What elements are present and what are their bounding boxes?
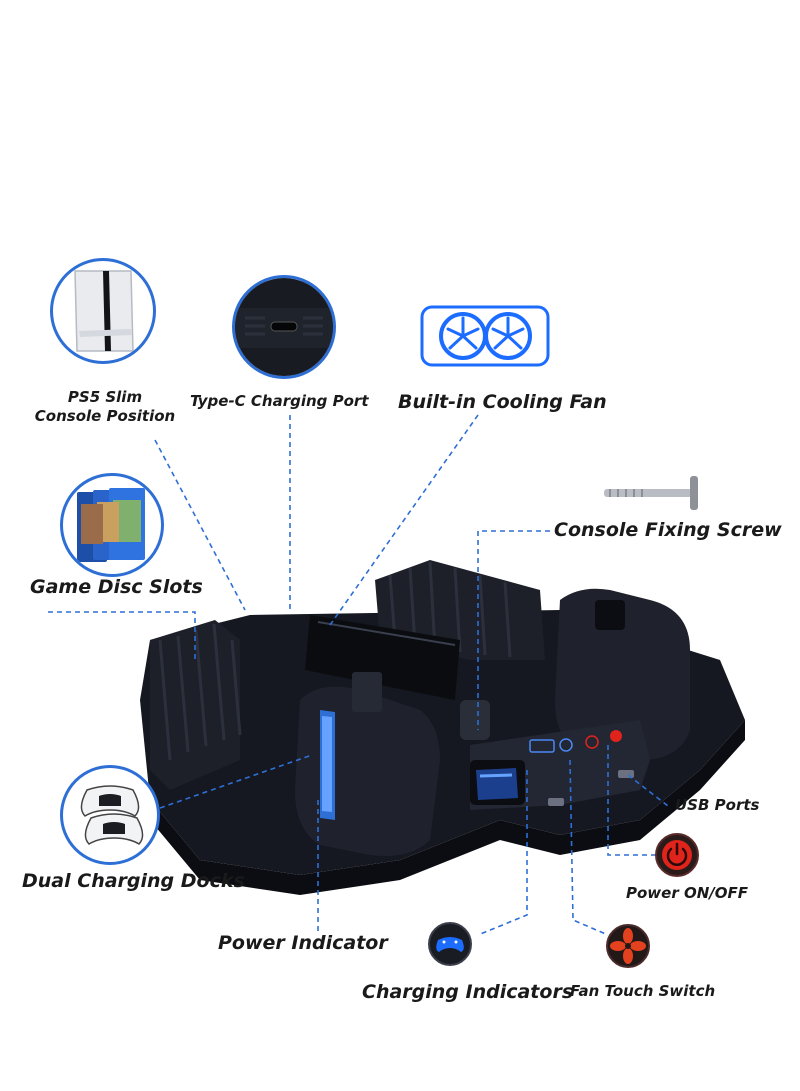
- ps5-slim-circle: [50, 258, 156, 364]
- type-c-label: Type-C Charging Port: [190, 392, 369, 410]
- fan-switch-icon: [606, 924, 650, 968]
- ps5-slim-label: PS5 Slim Console Position: [25, 388, 185, 426]
- gamepad-icon: [428, 922, 472, 966]
- leader-power-onoff: [607, 745, 655, 856]
- game-disc-circle: [60, 473, 164, 577]
- ps5-slim-label-line2: Console Position: [34, 406, 176, 425]
- controller-icon: [80, 785, 144, 845]
- console-fixing-screw: [604, 476, 698, 510]
- dual-docks-label: Dual Charging Docks: [22, 870, 245, 892]
- game-disc-icon: [77, 488, 145, 562]
- right-charging-dock: [555, 588, 690, 760]
- type-c-port-icon: [235, 278, 333, 376]
- power-onoff-label: Power ON/OFF: [626, 884, 748, 902]
- left-disc-slots: [150, 620, 242, 790]
- fixing-screw-label: Console Fixing Screw: [554, 519, 782, 541]
- left-charging-dock: [295, 686, 440, 856]
- game-disc-label: Game Disc Slots: [30, 576, 203, 598]
- ps5-slim-label-line1: PS5 Slim: [67, 388, 143, 406]
- type-c-circle: [232, 275, 336, 379]
- leader-game-disc: [48, 611, 196, 660]
- charging-indicators-label: Charging Indicators: [362, 981, 574, 1003]
- power-icon: [655, 833, 699, 877]
- cooling-fan-icon: [420, 305, 550, 367]
- ps5-console-icon: [74, 270, 134, 352]
- leader-charging-ind: [477, 770, 528, 936]
- leader-fixing-screw: [477, 530, 550, 730]
- fan-switch-label: Fan Touch Switch: [570, 982, 716, 1000]
- cooling-fan-label: Built-in Cooling Fan: [398, 391, 607, 413]
- leader-cooling-fan: [329, 414, 479, 626]
- power-indicator-label: Power Indicator: [218, 932, 388, 954]
- controllers-circle: [60, 765, 160, 865]
- usb-ports-label: USB Ports: [675, 796, 760, 814]
- console-slot: [305, 615, 460, 700]
